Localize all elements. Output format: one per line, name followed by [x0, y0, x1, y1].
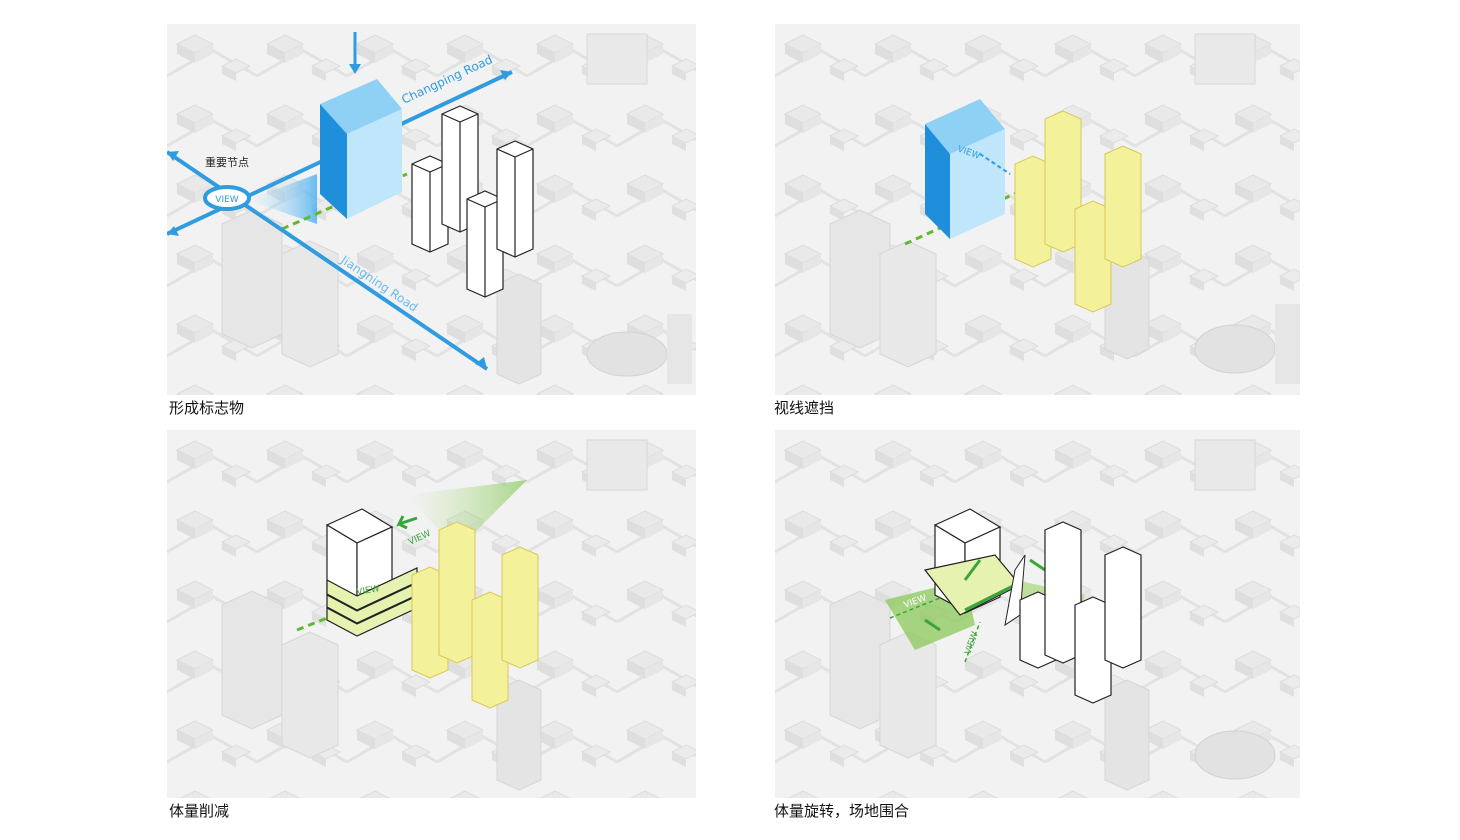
caption-reduction: 体量削减: [169, 802, 230, 820]
panel-rotation: VIEW VIEW: [775, 430, 1300, 798]
view-line-b: [964, 621, 981, 663]
context-towers: [829, 33, 1300, 384]
view-node: [203, 185, 251, 211]
context-towers: [221, 439, 648, 791]
reduction-diagram: VIEW VIEW: [167, 430, 696, 798]
rotated-tower: [923, 508, 1021, 616]
landmark-diagram: VIEW 重要节点 Changping Road Jiangning Road: [167, 24, 696, 395]
cut-arrow: [396, 515, 418, 530]
view-line-a: [889, 597, 941, 619]
blocked-sight: [979, 153, 1011, 175]
yellow-towers: [411, 521, 539, 709]
view-node-label: VIEW: [215, 195, 238, 205]
view-label-a: VIEW: [356, 584, 381, 598]
context-towers: [829, 439, 1276, 791]
white-towers: [1019, 521, 1142, 704]
arrow-heads: [167, 70, 512, 369]
view-block-diagram: VIEW: [775, 24, 1300, 395]
proposed-towers: [411, 105, 534, 298]
green-beam: [407, 480, 527, 550]
context-towers: [221, 33, 692, 385]
panel-landmark: VIEW 重要节点 Changping Road Jiangning Road: [167, 24, 696, 395]
reduced-tower: [325, 508, 418, 637]
caption-view-block: 视线遮挡: [774, 399, 835, 417]
panel-reduction: VIEW VIEW: [167, 430, 696, 798]
rotation-diagram: VIEW VIEW: [775, 430, 1300, 798]
panel-view-block: VIEW: [775, 24, 1300, 395]
caption-landmark: 形成标志物: [169, 399, 245, 417]
landmark-tower: [925, 99, 1005, 239]
landmark-tower: [320, 79, 402, 219]
yellow-towers: [1014, 110, 1142, 313]
down-arrow-head: [349, 64, 361, 74]
caption-rotation: 体量旋转，场地围合: [774, 802, 910, 820]
view-cone: [247, 174, 317, 224]
node-label: 重要节点: [205, 155, 249, 169]
